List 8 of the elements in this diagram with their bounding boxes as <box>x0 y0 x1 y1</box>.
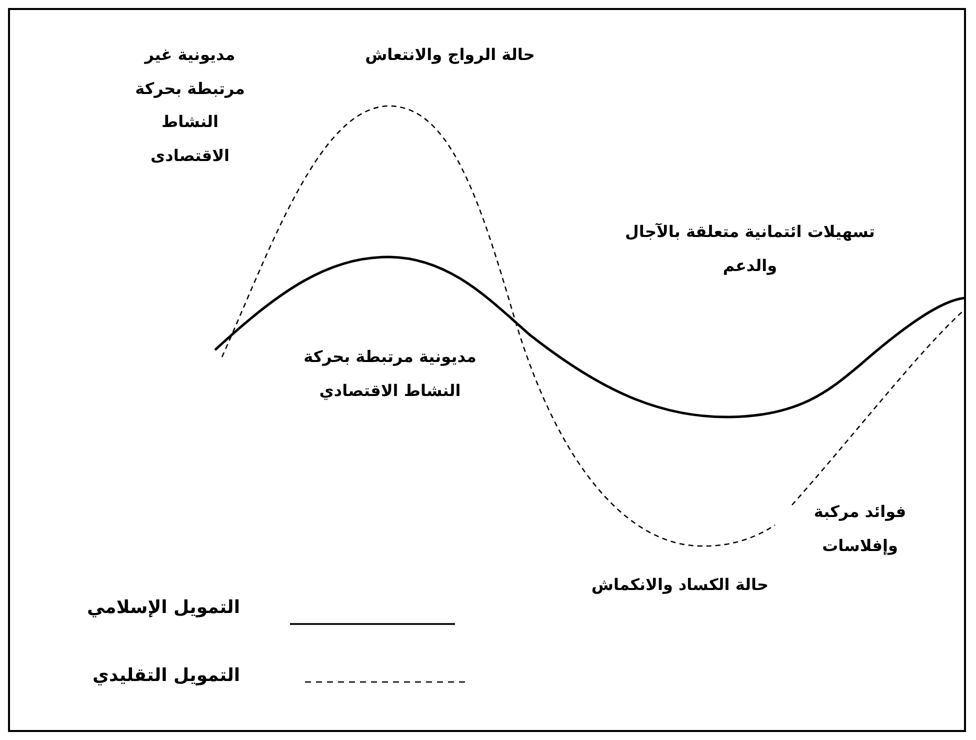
annotation-text: حالة الكساد والانكماش <box>590 574 770 596</box>
annotation-text: فوائد مركبة وإفلاسات <box>812 501 908 557</box>
legend-text: التمويل التقليدي <box>91 664 240 688</box>
annotation-text: تسهيلات ائتمانية متعلقة بالآجال والدعم <box>624 221 876 277</box>
annotation-text: مديونية مرتبطة بحركة النشاط الاقتصادي <box>302 346 478 402</box>
annotation-text: حالة الرواج والانتعاش <box>364 44 536 66</box>
annotation-text: مديونية غير مرتبطة بحركة النشاط الاقتصادى <box>134 44 246 167</box>
legend-text: التمويل الإسلامي <box>86 596 240 620</box>
